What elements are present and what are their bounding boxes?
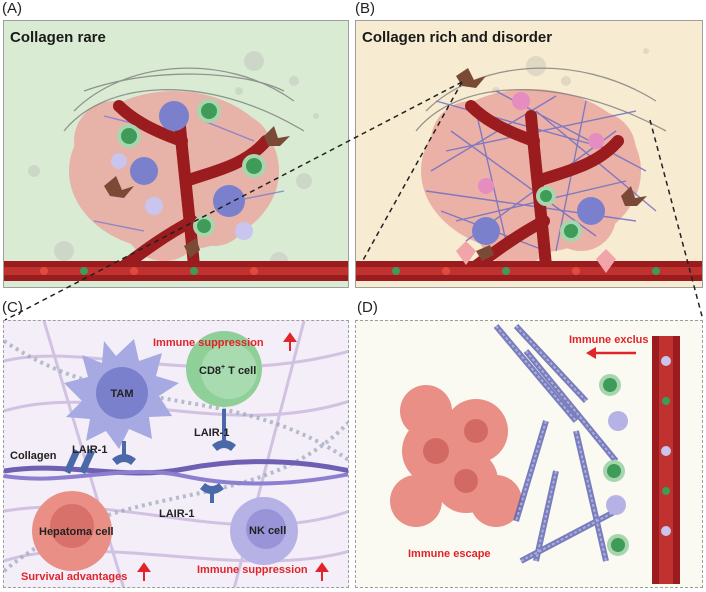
hepatoma-label: Hepatoma cell <box>39 526 114 538</box>
panel-b-letter: (B) <box>355 0 375 17</box>
immune-escape-label: Immune escape <box>408 548 491 560</box>
panel-b-title: Collagen rich and disorder <box>362 29 553 46</box>
panel-a-tumor-illustration <box>4 51 348 281</box>
tumor-cluster-icon <box>390 385 522 527</box>
nk-label: NK cell <box>249 525 286 537</box>
immune-exclus-label: Immune exclus <box>569 334 648 346</box>
collagen-label: Collagen <box>10 450 57 462</box>
tam-label: TAM <box>110 388 133 400</box>
immune-suppression-top-label: Immune suppression <box>153 337 264 349</box>
panel-d: Immune exclus Immune escape <box>355 320 703 588</box>
panel-c: Immune suppression TAM CD8+ T cell LAIR-… <box>3 320 349 588</box>
red-arrow-icon <box>586 347 636 359</box>
panel-d-immune-exclusion-illustration: Immune exclus Immune escape <box>390 323 680 584</box>
lair1-mid-label: LAIR-1 <box>194 427 229 439</box>
collagen-fiber-icon <box>4 459 348 486</box>
panel-a-title: Collagen rare <box>10 29 106 46</box>
panel-a-letter: (A) <box>2 0 22 17</box>
tam-cell-icon <box>64 339 179 449</box>
cd8-label: CD8+ T cell <box>199 364 256 377</box>
panel-c-mechanism-illustration: Immune suppression TAM CD8+ T cell LAIR-… <box>4 321 348 587</box>
panel-d-letter: (D) <box>357 299 378 316</box>
cd8-t-cell-icon <box>186 331 262 407</box>
panel-b-tumor-illustration <box>356 48 702 281</box>
panel-c-letter: (C) <box>2 299 23 316</box>
immune-suppression-bottom-label: Immune suppression <box>197 564 308 576</box>
lair1-left-label: LAIR-1 <box>72 444 107 456</box>
hepatoma-cell-icon <box>32 491 112 571</box>
lair1-receptor-icon <box>64 409 236 503</box>
panel-a: Collagen rare <box>3 20 349 288</box>
panel-b: Collagen rich and disorder <box>355 20 703 288</box>
nk-cell-icon <box>230 497 298 565</box>
survival-advantages-label: Survival advantages <box>21 571 127 583</box>
lair1-nk-label: LAIR-1 <box>159 508 194 520</box>
red-arrow-icon <box>137 332 329 581</box>
